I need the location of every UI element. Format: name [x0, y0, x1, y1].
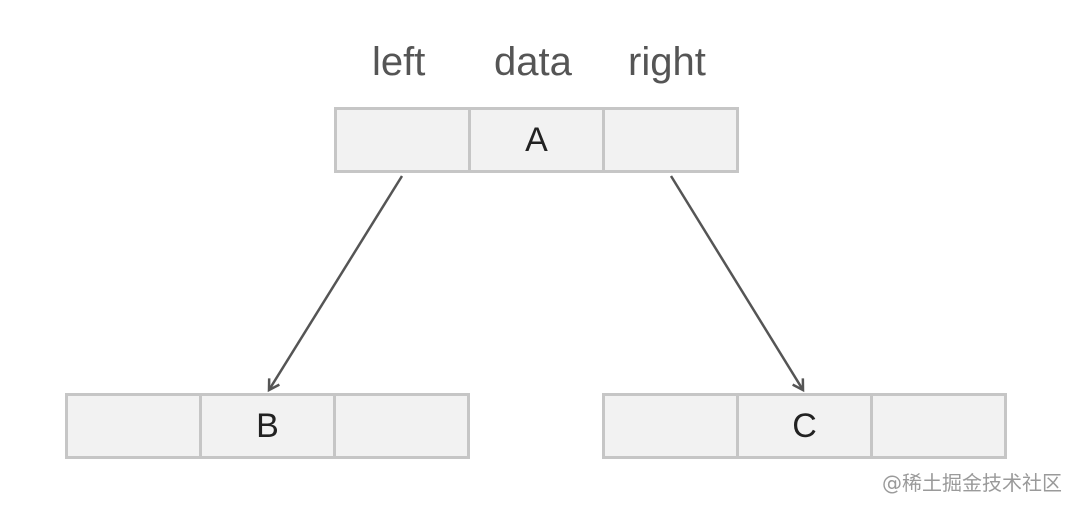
- node-b-right-cell: [333, 396, 467, 456]
- watermark: @稀土掘金技术社区: [882, 471, 1062, 495]
- node-a-right-cell: [602, 110, 736, 170]
- node-c: C: [602, 393, 1007, 459]
- node-c-right-cell: [870, 396, 1004, 456]
- edge-a-to-b: [269, 175, 404, 390]
- node-c-data-cell: C: [736, 396, 870, 456]
- edge-a-to-c: [669, 175, 803, 390]
- header-left: left: [372, 40, 426, 84]
- node-a-data-cell: A: [468, 110, 602, 170]
- header-data: data: [494, 40, 572, 84]
- node-c-left-cell: [605, 396, 736, 456]
- node-a-left-cell: [337, 110, 468, 170]
- node-b: B: [65, 393, 470, 459]
- node-a: A: [334, 107, 739, 173]
- node-b-data-cell: B: [199, 396, 333, 456]
- header-right: right: [628, 40, 706, 84]
- node-b-left-cell: [68, 396, 199, 456]
